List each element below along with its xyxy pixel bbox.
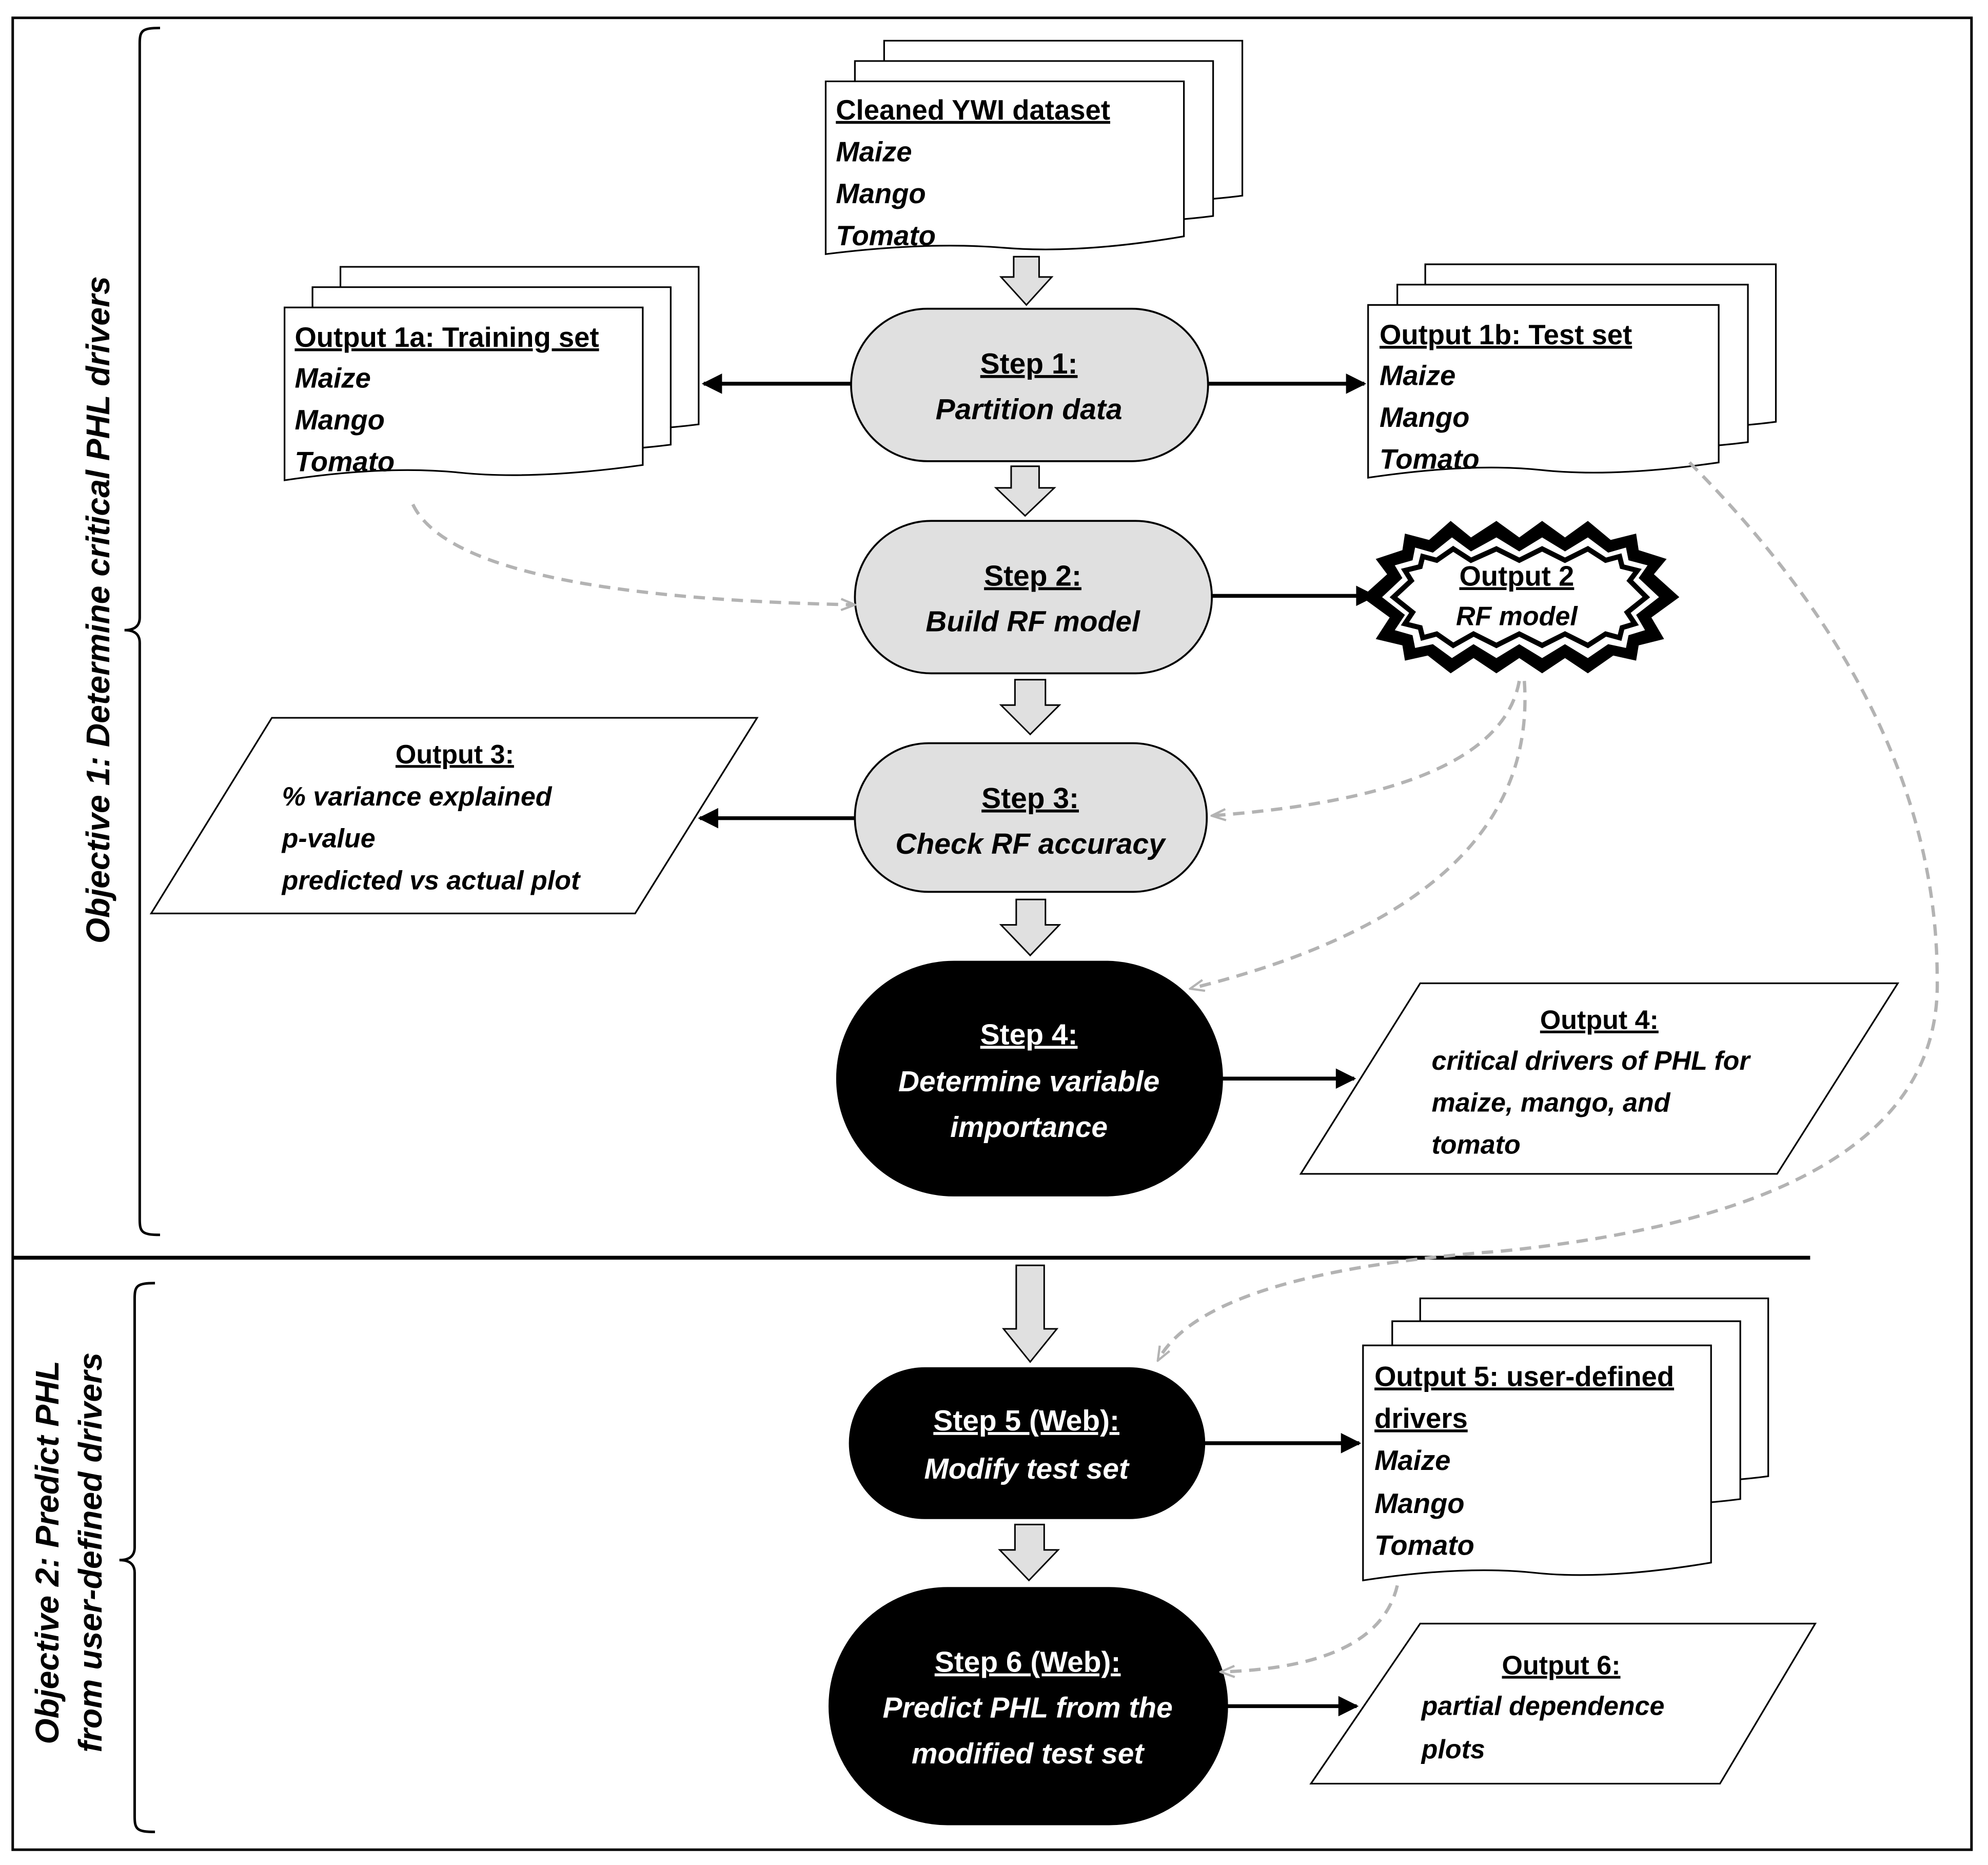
down-arrow: [998, 1523, 1060, 1582]
step-1-title: Step 1:: [980, 347, 1078, 380]
down-arrow: [999, 256, 1054, 306]
step-5: Step 5 (Web): Modify test set: [849, 1367, 1206, 1519]
output-5-document: Output 5: user-defined drivers Maize Man…: [1362, 1297, 1769, 1582]
output-1b-title: Output 1b: Test set: [1380, 319, 1632, 350]
output-4-parallelogram: Output 4: critical drivers of PHL for ma…: [1299, 982, 1900, 1175]
step-3: Step 3: Check RF accuracy: [854, 742, 1208, 893]
output-4-title: Output 4:: [1540, 1006, 1659, 1035]
step-1-label: Partition data: [936, 393, 1123, 426]
output-1b-item: Mango: [1380, 402, 1469, 433]
step-6-label-line-2: modified test set: [912, 1737, 1145, 1770]
step-2-title: Step 2:: [984, 560, 1081, 593]
dashed-arrow-training-to-step2: [411, 503, 854, 605]
objective-2-label-line-1: Objective 2: Predict PHL: [29, 1361, 66, 1744]
step-4: Step 4: Determine variable importance: [836, 960, 1223, 1196]
objective-1-label: Objective 1: Determine critical PHL driv…: [80, 276, 116, 944]
output-5-item: Tomato: [1374, 1530, 1474, 1561]
output-6-item: plots: [1421, 1735, 1485, 1764]
output-1b-item: Maize: [1380, 360, 1455, 391]
output-1a-title: Output 1a: Training set: [294, 322, 599, 353]
output-1b-document: Output 1b: Test set Maize Mango Tomato: [1367, 263, 1777, 479]
down-arrow: [1001, 1264, 1059, 1363]
objective-2-label-line-2: from user-defined drivers: [72, 1352, 109, 1753]
objective-2-brace: [119, 1282, 155, 1834]
output-3-item: % variance explained: [282, 782, 553, 812]
step-5-title: Step 5 (Web):: [933, 1404, 1119, 1437]
output-1a-item: Mango: [294, 404, 384, 436]
dataset-document: Cleaned YWI dataset Maize Mango Tomato: [824, 40, 1244, 256]
step-4-label-line-1: Determine variable: [898, 1065, 1160, 1098]
output-2-starburst: Output 2 RF model: [1362, 521, 1680, 674]
dataset-item: Maize: [836, 136, 912, 168]
solid-arrows: [698, 374, 1377, 1717]
down-block-arrows: [994, 256, 1061, 1582]
output-6-parallelogram: Output 6: partial dependence plots: [1309, 1622, 1817, 1785]
dashed-arrow-output2-to-step4: [1192, 681, 1527, 988]
dashed-arrows: [411, 461, 1939, 1672]
output-4-item: tomato: [1431, 1130, 1520, 1160]
output-3-item: p-value: [281, 824, 376, 854]
outer-frame: [11, 16, 1973, 1851]
output-6-item: partial dependence: [1421, 1692, 1665, 1721]
step-6: Step 6 (Web): Predict PHL from the modif…: [828, 1587, 1228, 1825]
output-5-title-line-1: Output 5: user-defined: [1374, 1361, 1674, 1392]
step-2-label: Build RF model: [926, 605, 1140, 638]
dashed-arrow-output5-to-step6: [1222, 1585, 1399, 1672]
step-3-label: Check RF accuracy: [895, 828, 1167, 860]
output-1a-item: Tomato: [294, 446, 395, 478]
down-arrow: [999, 679, 1061, 736]
output-5-item: Mango: [1374, 1488, 1464, 1519]
output-3-title: Output 3:: [396, 740, 514, 770]
down-arrow: [999, 898, 1061, 957]
output-4-item: critical drivers of PHL for: [1431, 1046, 1751, 1076]
output-2-label: RF model: [1456, 601, 1578, 631]
dataset-item: Tomato: [836, 220, 936, 251]
dataset-title: Cleaned YWI dataset: [836, 94, 1110, 126]
step-3-title: Step 3:: [981, 782, 1079, 815]
output-1a-document: Output 1a: Training set Maize Mango Toma…: [284, 266, 700, 481]
step-4-title: Step 4:: [980, 1018, 1078, 1051]
step-6-label-line-1: Predict PHL from the: [882, 1692, 1172, 1724]
output-6-title: Output 6:: [1502, 1651, 1621, 1681]
output-5-item: Maize: [1374, 1445, 1450, 1476]
step-5-label: Modify test set: [924, 1452, 1130, 1485]
output-4-item: maize, mango, and: [1431, 1088, 1670, 1118]
step-4-label-line-2: importance: [950, 1111, 1108, 1144]
down-arrow: [994, 465, 1056, 517]
step-2: Step 2: Build RF model: [854, 520, 1213, 675]
dataset-item: Mango: [836, 178, 926, 209]
dashed-arrow-test-to-step5: [1158, 461, 1939, 1359]
objective-1-brace: [124, 27, 160, 1236]
output-5-title-line-2: drivers: [1374, 1403, 1468, 1434]
output-3-parallelogram: Output 3: % variance explained p-value p…: [149, 717, 759, 914]
step-1: Step 1: Partition data: [850, 307, 1209, 462]
output-2-title: Output 2: [1459, 561, 1574, 592]
step-6-title: Step 6 (Web):: [935, 1646, 1121, 1679]
output-1b-item: Tomato: [1380, 444, 1480, 475]
output-3-item: predicted vs actual plot: [281, 866, 581, 895]
output-1a-item: Maize: [294, 362, 370, 394]
dashed-arrow-output2-to-step3: [1213, 680, 1521, 815]
